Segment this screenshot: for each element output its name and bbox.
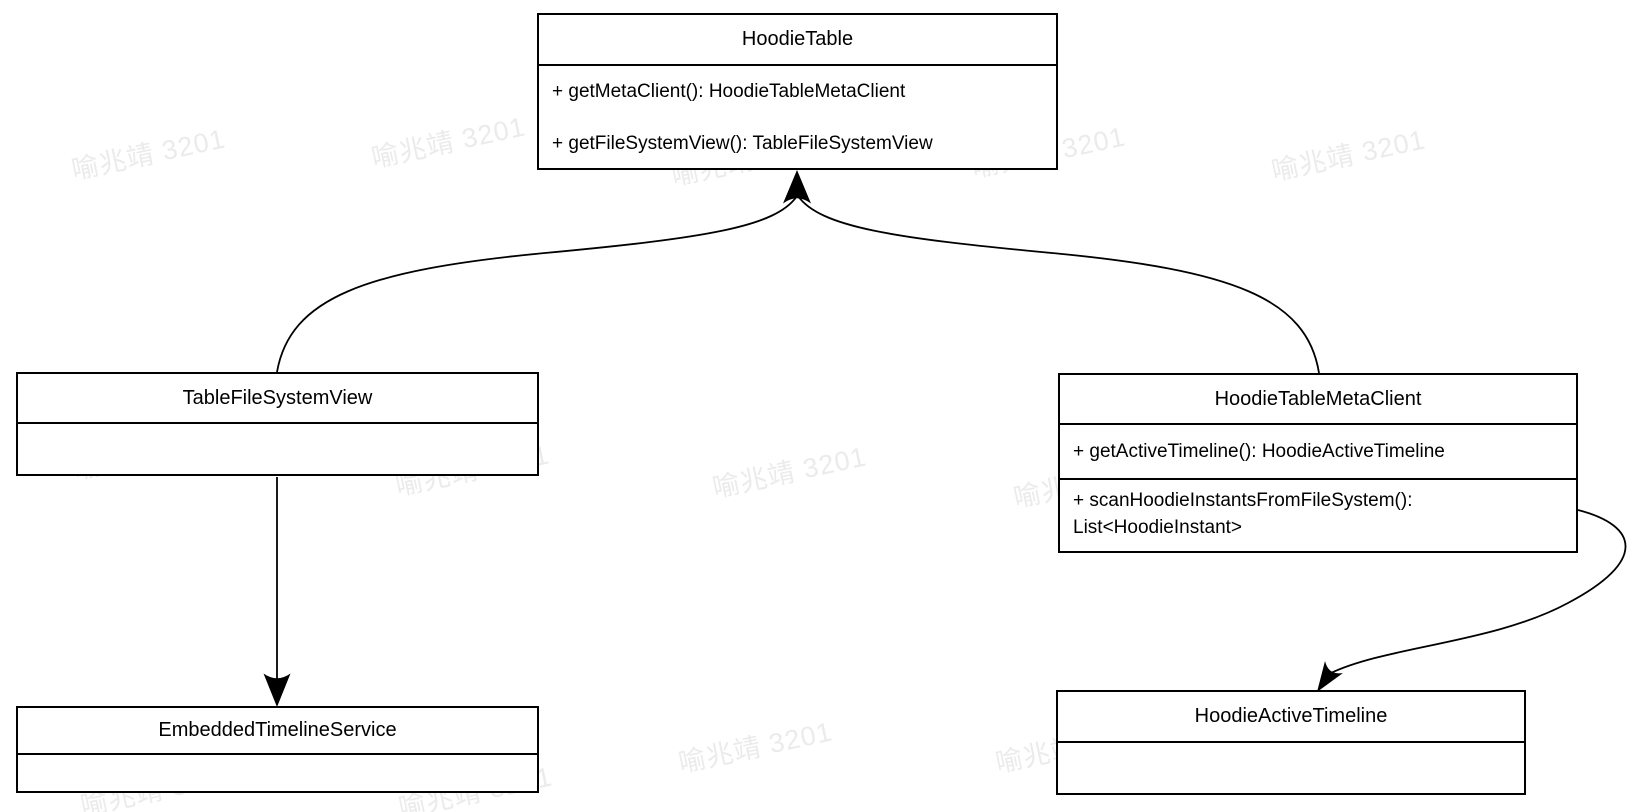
class-hoodie-table: HoodieTable + getMetaClient(): HoodieTab…	[537, 13, 1058, 170]
empty-compartment	[18, 424, 537, 474]
class-title: HoodieTableMetaClient	[1060, 375, 1576, 425]
class-hoodie-active-timeline: HoodieActiveTimeline	[1056, 690, 1526, 795]
class-table-file-system-view: TableFileSystemView	[16, 372, 539, 476]
arrowhead-to-embeddedtimelineservice	[263, 673, 291, 707]
class-hoodie-table-meta-client: HoodieTableMetaClient + getActiveTimelin…	[1058, 373, 1578, 553]
method-get-meta-client: + getMetaClient(): HoodieTableMetaClient	[552, 81, 906, 102]
class-title: HoodieActiveTimeline	[1058, 692, 1524, 743]
edge-hoodietablemetaclient-to-hoodietable	[797, 195, 1320, 374]
methods-compartment: + getActiveTimeline(): HoodieActiveTimel…	[1060, 425, 1576, 480]
method-get-active-timeline: + getActiveTimeline(): HoodieActiveTimel…	[1073, 440, 1445, 462]
empty-compartment	[1058, 743, 1524, 793]
methods-compartment: + getMetaClient(): HoodieTableMetaClient…	[539, 66, 1056, 170]
arrowhead-to-hoodieactivetimeline	[1317, 661, 1343, 692]
arrowhead-to-hoodietable	[783, 170, 811, 204]
edge-tablefilesystemview-to-hoodietable	[276, 195, 798, 373]
class-embedded-timeline-service: EmbeddedTimelineService	[16, 706, 539, 793]
class-title: EmbeddedTimelineService	[18, 708, 537, 755]
class-title: HoodieTable	[539, 15, 1056, 66]
class-title: TableFileSystemView	[18, 374, 537, 424]
method-get-file-system-view: + getFileSystemView(): TableFileSystemVi…	[552, 133, 933, 154]
edge-hoodietablemetaclient-to-hoodieactivetimeline	[1330, 509, 1627, 674]
method-scan-hoodie-instants: + scanHoodieInstantsFromFileSystem(): Li…	[1073, 490, 1413, 538]
methods-compartment: + scanHoodieInstantsFromFileSystem(): Li…	[1060, 480, 1576, 551]
empty-compartment	[18, 755, 537, 791]
